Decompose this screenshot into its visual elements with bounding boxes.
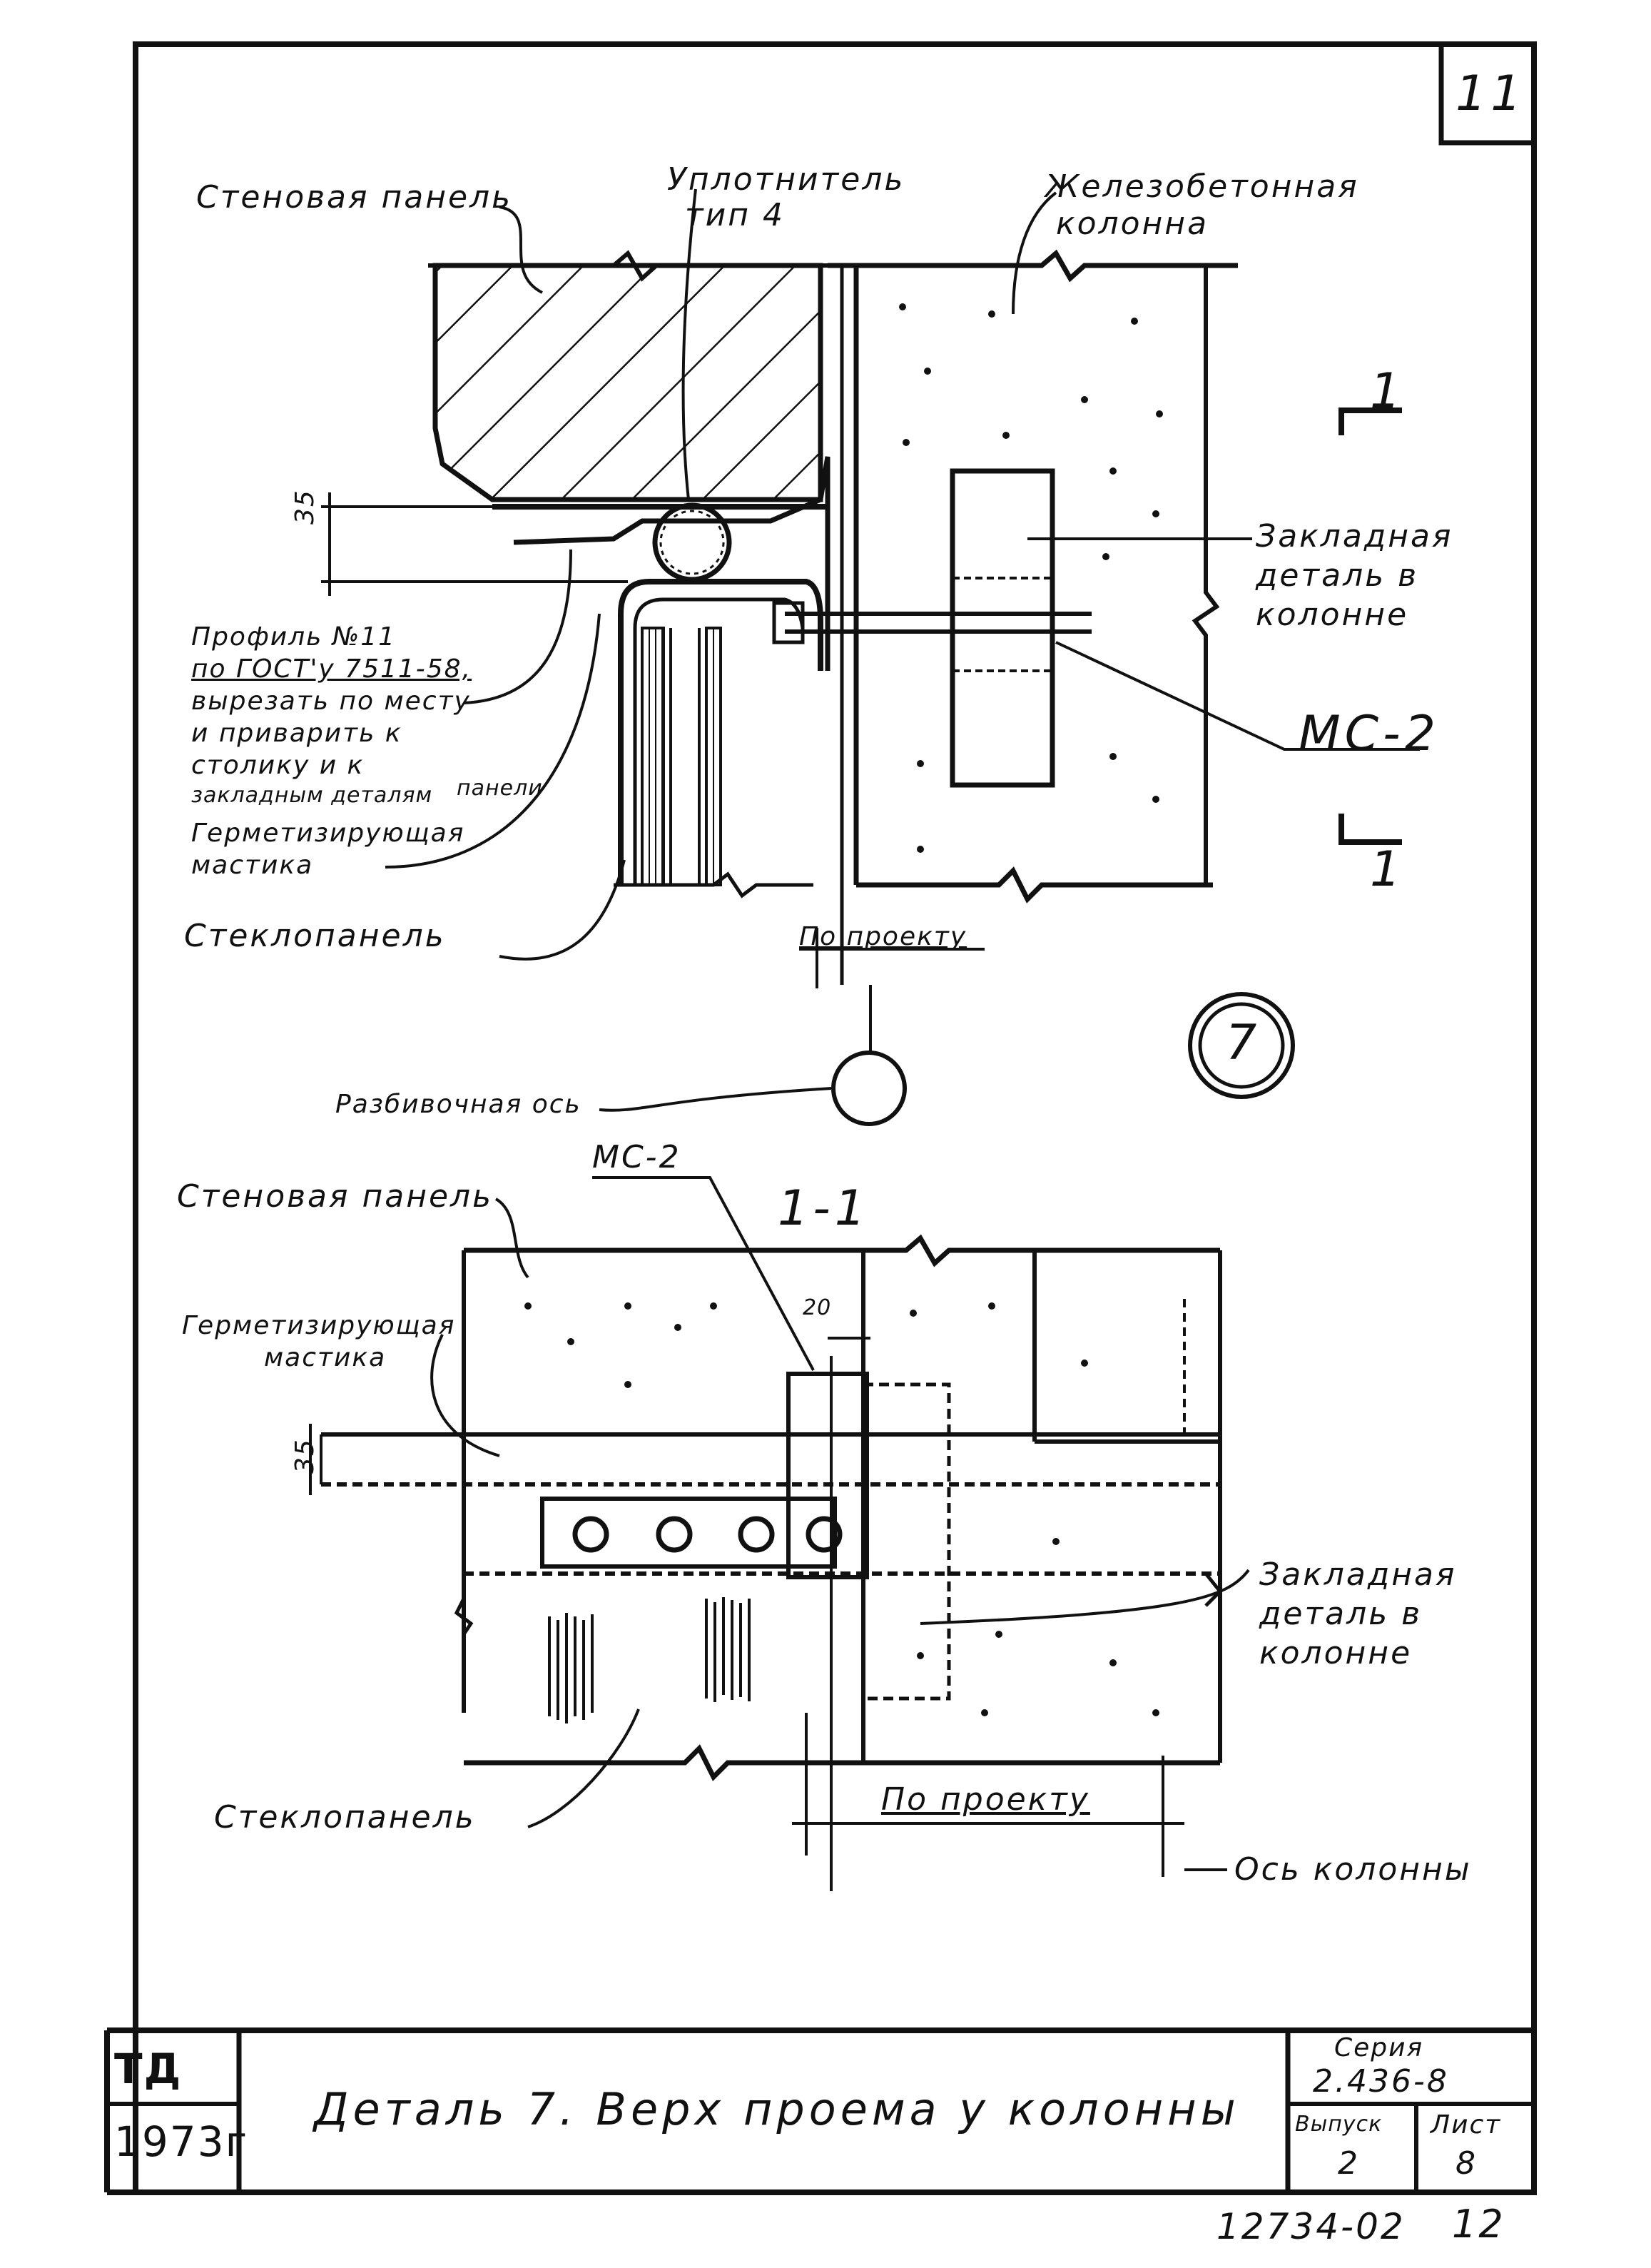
angle-profile (513, 456, 830, 671)
sheet-frame (104, 41, 1537, 2195)
series-value: 2.436-8 (1313, 2063, 1449, 2100)
label-profile-1: Профиль №11 (191, 622, 397, 652)
label-profile-3: вырезать по месту (191, 687, 471, 716)
column-outline (828, 249, 1238, 283)
label-wall-panel-section: Стеновая панель (177, 1178, 494, 1215)
drawing-title: Деталь 7. Верх проема у колонны (314, 2083, 1240, 2135)
label-mastic-section-1: Герметизирующая (182, 1311, 456, 1340)
label-mastic-section-2: мастика (264, 1343, 387, 1372)
org-mark: ТД (114, 2045, 183, 2093)
label-mc2-section: МС-2 (592, 1139, 681, 1175)
label-glass-panel-section: Стеклопанель (214, 1799, 476, 1836)
wall-panel-section (432, 263, 823, 502)
glass-panel-frame (618, 579, 823, 885)
label-embedded-top-3: колонне (1256, 597, 1409, 633)
issue-value: 2 (1338, 2145, 1360, 2182)
label-glass-panel-top: Стеклопанель (184, 918, 446, 954)
label-by-project-top: По проекту (799, 922, 967, 951)
label-profile-2: по ГОСТ'у 7511-58, (191, 654, 472, 684)
label-mc2-top: МС-2 (1299, 706, 1440, 762)
glass-panel-section (548, 1597, 751, 1723)
sealant-tube (652, 502, 732, 582)
section-mark-bottom (1338, 814, 1402, 845)
label-profile-5: столику и к (191, 751, 365, 780)
label-column-line1: Железобетонная (1045, 168, 1359, 205)
dim-20: 20 (803, 1295, 832, 1320)
sheet-number-corner: 11 (1456, 66, 1526, 122)
label-column-axis: Ось колонны (1234, 1851, 1472, 1888)
section-title: 1-1 (778, 1180, 870, 1237)
footer-page: 12 (1452, 2202, 1505, 2247)
detail-number: 7 (1226, 1015, 1261, 1071)
bolt-plate (540, 1497, 837, 1569)
label-sealant-line2: тип 4 (685, 197, 785, 233)
label-wall-panel-top: Стеновая панель (196, 179, 513, 216)
label-embedded-top-1: Закладная (1256, 518, 1453, 555)
label-embedded-section-2: деталь в (1259, 1596, 1423, 1632)
sheet-label: Лист (1431, 2110, 1502, 2140)
concrete-speckles (524, 303, 1163, 1716)
sheet-value: 8 (1456, 2145, 1478, 2182)
dim-35-top: 35 (290, 489, 320, 525)
year: 1973г (114, 2117, 249, 2166)
label-axis: Разбивочная ось (335, 1090, 581, 1119)
section-1-1 (309, 1176, 1250, 1891)
footer-code: 12734-02 (1216, 2206, 1406, 2247)
label-embedded-top-2: деталь в (1256, 557, 1419, 594)
series-label: Серия (1334, 2033, 1424, 2062)
label-profile-6: закладным деталям (191, 783, 433, 808)
embedded-plate-top (950, 468, 1055, 788)
label-embedded-section-1: Закладная (1259, 1556, 1457, 1593)
top-detail (321, 188, 1420, 1126)
label-mastic-top-2: мастика (191, 851, 314, 880)
axis-marker (831, 1051, 907, 1126)
label-profile-4: и приварить к (191, 719, 402, 748)
label-profile-7: панели (457, 776, 543, 801)
detail-number-circle (1188, 992, 1295, 1099)
label-mastic-top-1: Герметизирующая (191, 819, 465, 848)
section-mark-top-label: 1 (1370, 363, 1406, 420)
embedded-plate-section (861, 1382, 951, 1701)
label-embedded-section-3: колонне (1259, 1635, 1413, 1671)
label-sealant-line1: Уплотнитель (667, 161, 905, 198)
label-by-project-section: По проекту (881, 1781, 1090, 1818)
dim-35-section: 35 (290, 1438, 320, 1474)
label-column-line2: колонна (1056, 206, 1209, 242)
section-mark-bottom-label: 1 (1370, 841, 1406, 898)
issue-label: Выпуск (1295, 2112, 1383, 2137)
section-mark-top (1338, 407, 1402, 435)
